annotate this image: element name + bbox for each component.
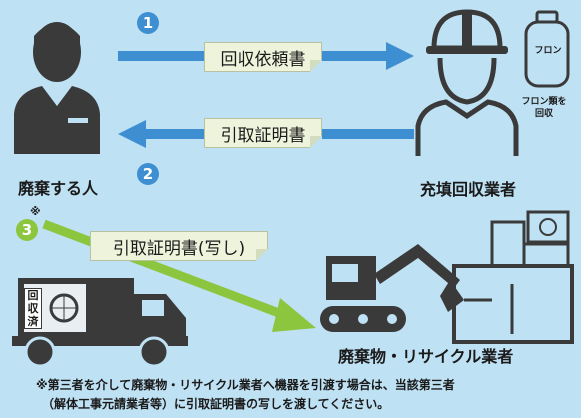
receipt-document-text: 引取証明書	[220, 125, 306, 146]
footnote: ※第三者を介して廃棄物・リサイクル業者へ機器を引渡す場合は、当該第三者 （解体工…	[36, 376, 455, 414]
appliance-pile-icon	[452, 210, 574, 344]
request-document-text: 回収依頼書	[220, 49, 306, 70]
truck-sign-label: 回収済	[24, 288, 42, 329]
step-3-badge: 3	[16, 219, 38, 241]
recovery-operator-figure	[415, 9, 519, 156]
footnote-line-2: （解体工事元請業者等）に引取証明書の写しを渡してください。	[42, 397, 390, 411]
recycler-name: 廃棄物・リサイクル業者	[338, 347, 514, 366]
freon-recover-label: フロン類を 回収	[521, 97, 567, 119]
asterisk-mark: ※	[30, 205, 41, 218]
discarder-name: 廃棄する人	[18, 179, 99, 198]
footnote-line-1: ※第三者を介して廃棄物・リサイクル業者へ機器を引渡す場合は、当該第三者	[36, 378, 455, 392]
request-document-label: 回収依頼書	[204, 42, 322, 72]
page-fold-icon	[256, 249, 268, 261]
freon-can-label: フロン	[534, 46, 562, 56]
discarder-figure	[14, 22, 100, 154]
step-2-badge: 2	[137, 163, 159, 185]
receipt-document-label: 引取証明書	[204, 118, 322, 148]
page-fold-icon	[310, 136, 322, 148]
page-fold-icon	[310, 60, 322, 72]
recovery-operator-name: 充填回収業者	[420, 180, 517, 199]
freon-canister-icon	[524, 10, 570, 88]
receipt-copy-text: 引取証明書(写し)	[112, 238, 246, 259]
copy-arrow	[42, 219, 316, 332]
excavator-icon	[320, 244, 464, 332]
step-1-badge: 1	[137, 12, 159, 34]
receipt-copy-label: 引取証明書(写し)	[90, 231, 268, 261]
